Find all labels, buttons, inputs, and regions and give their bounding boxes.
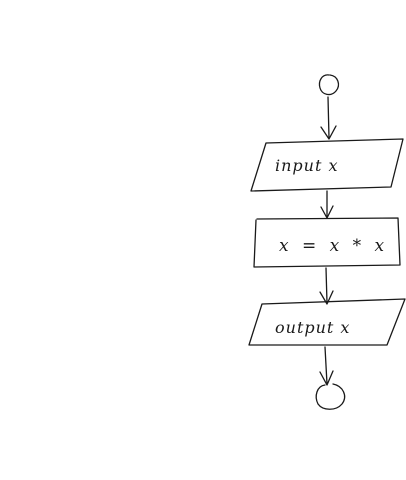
process-node [253,217,401,268]
arrow-input-to-process [320,190,334,219]
arrow-process-to-output [319,267,334,305]
start-node [318,74,340,96]
output-node [248,298,406,346]
output-node-label: output x [275,318,350,337]
input-node [250,138,404,192]
arrow-start-to-input [320,96,337,140]
end-node [315,383,346,410]
process-node-label: x = x * x [279,236,388,256]
input-node-label: input x [275,156,339,175]
arrow-output-to-end [319,346,334,386]
